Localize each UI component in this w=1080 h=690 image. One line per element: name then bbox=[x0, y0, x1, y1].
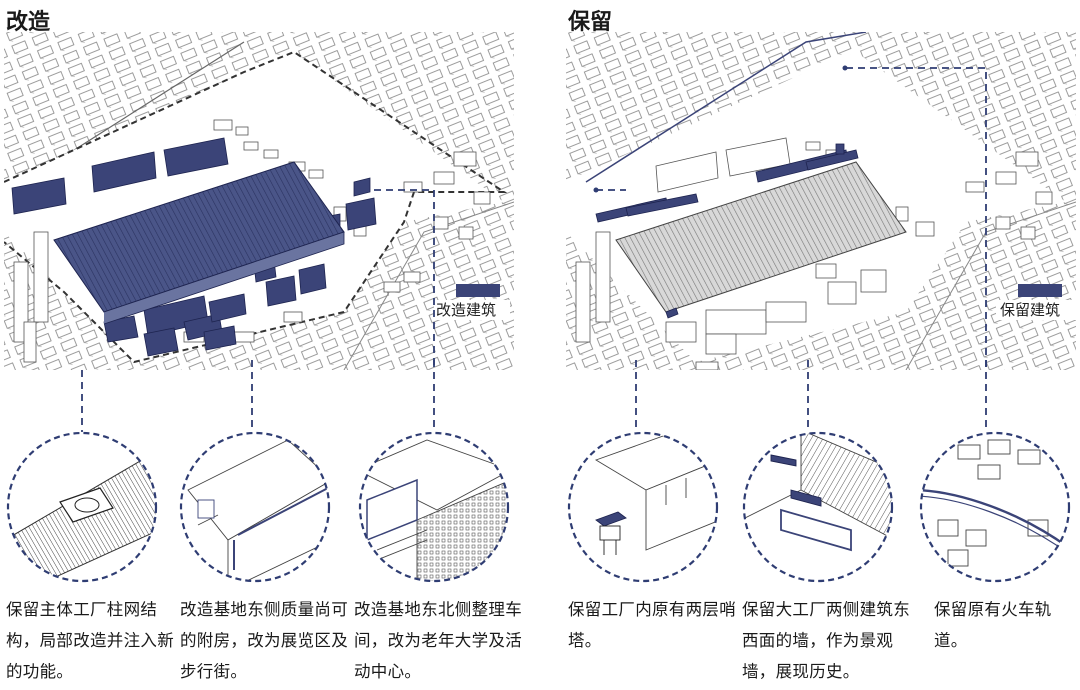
legend-label: 改造建筑 bbox=[436, 301, 496, 319]
aerial-view-renovate: 改造建筑 bbox=[4, 32, 514, 370]
caption-watchtower: 保留工厂内原有两层哨塔。 bbox=[568, 600, 736, 650]
preserved-buildings bbox=[595, 143, 859, 319]
renovated-buildings bbox=[11, 137, 377, 357]
caption-railway: 保留原有火车轨道。 bbox=[934, 600, 1052, 650]
road bbox=[343, 201, 514, 370]
leader-lines bbox=[596, 67, 987, 370]
railway bbox=[585, 32, 867, 183]
main-factory-roof bbox=[615, 161, 907, 313]
panel-title-renovate: 改造 bbox=[6, 10, 51, 35]
detail-circle-landscape-wall bbox=[742, 431, 894, 583]
detail-circle-column-grid bbox=[6, 431, 158, 583]
caption-column-grid: 保留主体工厂柱网结构，局部改造并注入新的功能。 bbox=[6, 600, 174, 681]
leader-lines-lower bbox=[81, 360, 987, 432]
leader-dot bbox=[593, 187, 599, 193]
site-boundary bbox=[4, 50, 508, 364]
legend-label: 保留建筑 bbox=[1000, 301, 1060, 319]
legend-swatch bbox=[1018, 284, 1062, 297]
detail-circle-railway bbox=[919, 431, 1071, 583]
panel-title-preserve: 保留 bbox=[568, 10, 613, 35]
caption-senior-university: 改造基地东北侧整理车间，改为老年大学及活动中心。 bbox=[354, 600, 522, 681]
aerial-view-preserve: 保留建筑 bbox=[566, 32, 1076, 370]
factory-edge bbox=[103, 231, 345, 325]
detail-circle-exhibition bbox=[179, 431, 331, 583]
leader-lines bbox=[374, 189, 435, 370]
legend-swatch bbox=[456, 284, 500, 297]
caption-landscape-wall: 保留大工厂两侧建筑东西面的墙，作为景观墙，展现历史。 bbox=[742, 600, 910, 681]
detail-circle-watchtower bbox=[567, 431, 719, 583]
leader-dot bbox=[842, 65, 848, 71]
detail-circle-senior-university bbox=[358, 431, 510, 583]
caption-exhibition: 改造基地东侧质量尚可的附房，改为展览区及步行街。 bbox=[180, 600, 348, 681]
